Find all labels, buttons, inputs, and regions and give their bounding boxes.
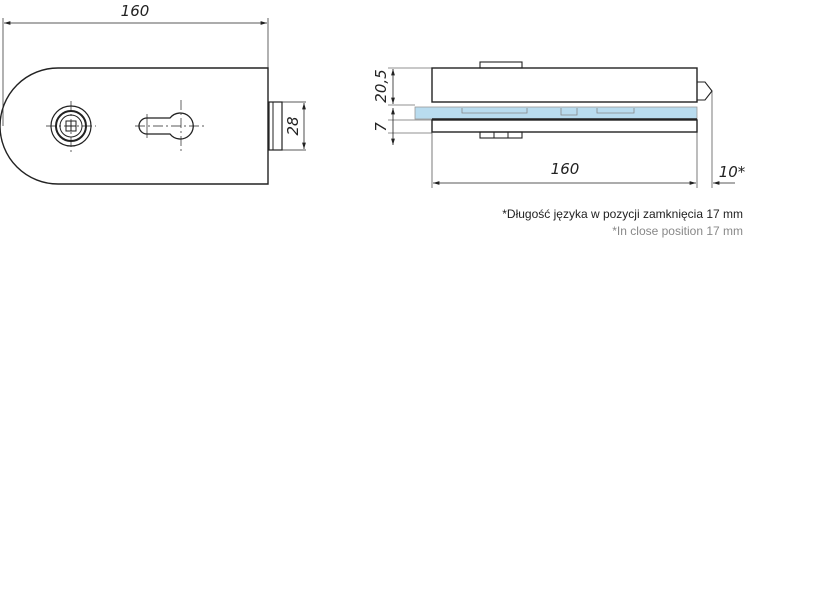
- bolt-dimension-label: 10*: [719, 163, 746, 181]
- latch-dimension-label: 28: [284, 116, 302, 135]
- top-tab: [479, 61, 523, 69]
- side-view: 20,5 7 160 10*: [372, 61, 746, 188]
- keyhole: [135, 100, 205, 152]
- knob: [46, 101, 96, 152]
- glass-pane: [414, 106, 698, 120]
- lower-plate: [431, 119, 698, 133]
- lock-body-outline: [0, 67, 269, 185]
- glass-dimension-label: 7: [372, 122, 390, 132]
- latch-block: [268, 101, 283, 151]
- note-english: *In close position 17 mm: [612, 224, 743, 238]
- width-dimension-label: 160: [121, 2, 150, 20]
- note-polish: *Długość języka w pozycji zamknięcia 17 …: [502, 207, 743, 221]
- latch-bolt: [697, 81, 713, 101]
- top-dimension-label: 20,5: [372, 69, 390, 102]
- bottom-tab: [479, 131, 523, 139]
- length-dimension-label: 160: [551, 160, 580, 178]
- front-view: 160 28: [0, 2, 306, 185]
- upper-plate: [431, 67, 698, 103]
